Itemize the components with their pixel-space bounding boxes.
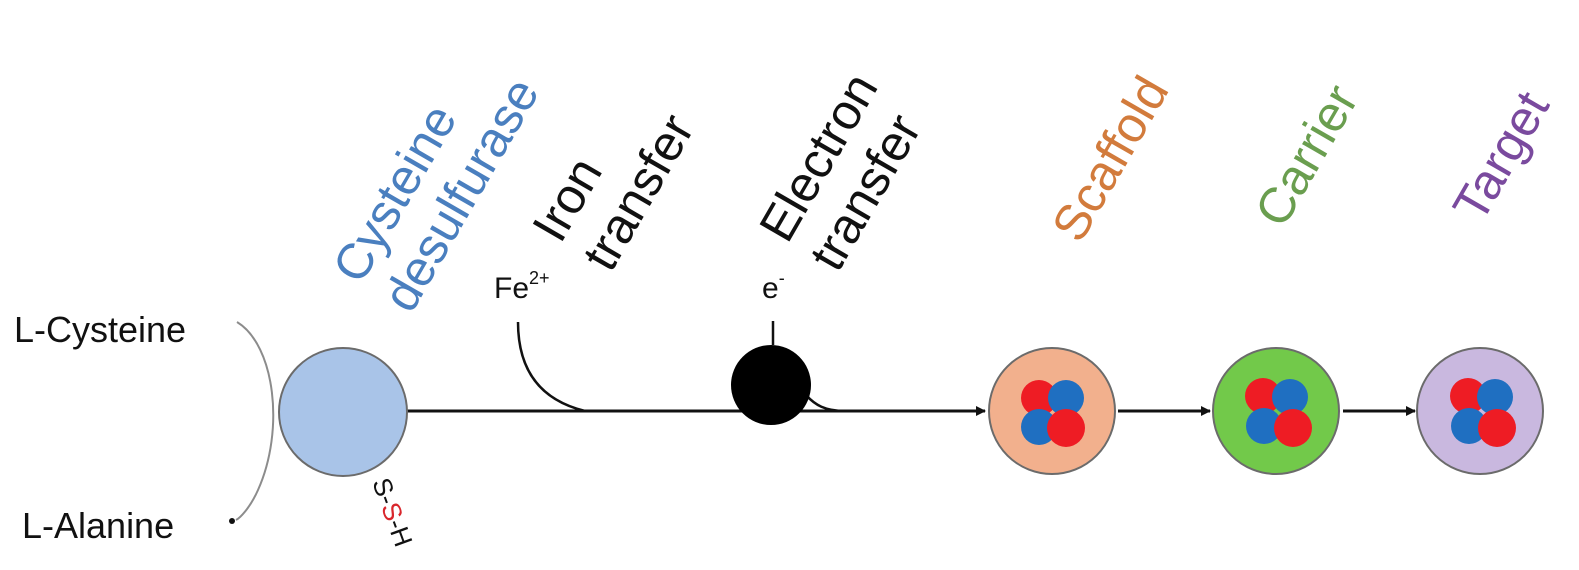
target-circle <box>1416 347 1544 475</box>
scaffold-node <box>988 347 1116 475</box>
carrier-label: Carrier <box>1244 75 1369 235</box>
scaffold-label-text: Scaffold <box>1041 67 1179 251</box>
scaffold-fe-s-cluster-icon <box>1021 380 1085 447</box>
electron-output-curve <box>805 394 846 413</box>
l-alanine-label: L-Alanine <box>22 505 174 546</box>
scaffold-circle <box>988 347 1116 475</box>
product-dot <box>229 518 235 524</box>
l-cysteine-label: L-Cysteine <box>14 309 186 350</box>
persulfide-label: S-S-H <box>366 474 418 551</box>
target-node <box>1416 347 1544 475</box>
carrier-node <box>1212 347 1340 475</box>
carrier-label-text: Carrier <box>1244 75 1369 235</box>
iron-ion-charge: 2+ <box>529 268 550 288</box>
carrier-circle <box>1212 347 1340 475</box>
iron-input-curve <box>516 321 586 413</box>
electron-base: e <box>762 272 779 305</box>
iron-transfer-label: Iron transfer <box>521 105 704 280</box>
substrate-conversion-arc <box>235 321 275 521</box>
svg-text:S-S-H: S-S-H <box>366 474 418 551</box>
iron-ion-base: Fe <box>494 272 529 305</box>
target-fe-s-cluster-icon <box>1450 378 1516 447</box>
electron-transfer-node <box>731 345 811 425</box>
target-label: Target <box>1442 82 1560 230</box>
carrier-fe-s-cluster-icon <box>1245 378 1312 447</box>
electron-label: e- <box>762 268 785 305</box>
iron-ion-label: Fe2+ <box>494 268 550 305</box>
cysteine-desulfurase-node <box>278 347 408 477</box>
electron-transfer-label: Electron transfer <box>748 64 931 280</box>
electron-charge: - <box>779 268 785 288</box>
scaffold-label: Scaffold <box>1041 67 1179 251</box>
target-label-text: Target <box>1442 82 1560 230</box>
